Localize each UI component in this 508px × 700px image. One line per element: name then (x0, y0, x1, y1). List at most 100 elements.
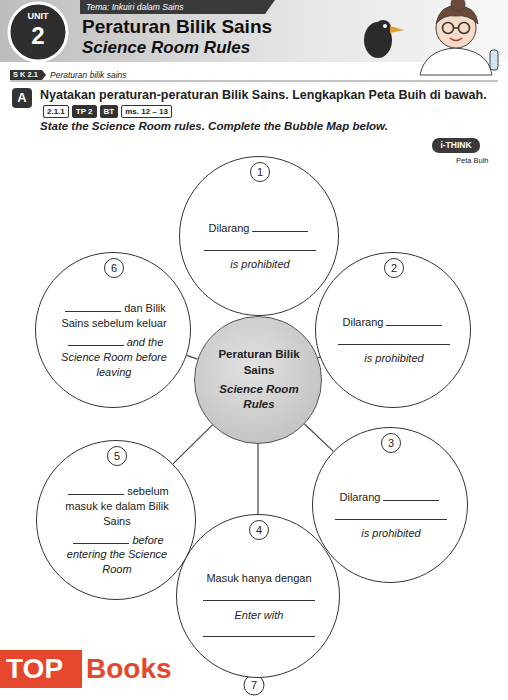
callout-number: 5 (107, 446, 127, 466)
page-title: Peraturan Bilik Sains (82, 16, 508, 38)
rule-text-english: and the Science Room before leaving (61, 336, 167, 378)
answer-blank (65, 300, 121, 312)
bubble-connector (257, 444, 258, 514)
bubble-connector (187, 355, 198, 359)
answer-blank-line (335, 508, 447, 520)
answer-blank (386, 314, 442, 326)
skill-code-tag: 2.1.1 (43, 105, 69, 118)
bubble-row: is prohibited (194, 257, 325, 272)
bubble-connector (173, 425, 212, 464)
standard-tag (10, 70, 46, 80)
answer-blank-line (203, 589, 315, 601)
bubble-content: Masuk hanya denganEnter with (192, 570, 326, 644)
bubble-row: before entering the Science Room (51, 532, 182, 578)
book-tag: BT (100, 105, 119, 118)
bubble-row: Dilarang (327, 489, 455, 505)
bubble-content: Dilarang is prohibited (194, 219, 325, 276)
question-badge (12, 88, 32, 108)
standard-title: Peraturan bilik sains (50, 70, 127, 80)
center-title-english: Science Room Rules (219, 383, 298, 411)
rule-text-malay: Masuk hanya dengan (206, 572, 311, 584)
rule-text-malay: Dilarang (340, 491, 381, 503)
bubble-row: Peraturan Bilik Sains (207, 347, 312, 378)
page-number: 7 (244, 679, 264, 691)
bubble-row: Dilarang (330, 314, 458, 330)
bubble-content: Dilarang is prohibited (327, 488, 455, 545)
answer-blank (68, 483, 124, 495)
callout-number: 2 (384, 258, 404, 278)
rule-bubble: dan Bilik Sains sebelum keluar and the Sc… (35, 252, 191, 408)
rule-text-english: is prohibited (361, 527, 420, 539)
watermark-top: TOP (6, 652, 63, 686)
ithink-badge (432, 138, 480, 153)
unit-badge-text: UNIT2 (9, 6, 67, 50)
bubble-content: Dilarang is prohibited (330, 313, 458, 370)
bubble-row: sebelum masuk ke dalam Bilik Sains (51, 483, 182, 529)
bubble-row (192, 625, 326, 641)
answer-blank (252, 220, 308, 232)
rule-bubble: Dilarang is prohibited 2 (315, 252, 471, 408)
page-ref-tag: ms. 12 – 13 (121, 105, 172, 118)
standard-code: S K 2.1 (13, 70, 38, 80)
page-number-circle (244, 675, 264, 695)
answer-blank (68, 334, 124, 346)
answer-blank-line (338, 333, 450, 345)
instruction-block: Nyatakan peraturan-peraturan Bilik Sains… (40, 87, 500, 119)
ithink-logo: i-THINK (432, 139, 480, 152)
center-title: Peraturan Bilik Sains (218, 348, 299, 376)
callout-number: 1 (250, 162, 270, 182)
unit-word: UNIT (9, 10, 67, 22)
bubble-row: is prohibited (327, 526, 455, 541)
unit-badge (9, 3, 67, 61)
map-type: Peta Buih (456, 156, 489, 165)
bubble-row: Science Room Rules (207, 382, 312, 413)
bird-mascot (364, 20, 404, 58)
rule-text-malay: Dilarang (209, 222, 250, 234)
bubble-content: Peraturan Bilik SainsScience Room Rules (207, 346, 312, 415)
rule-text-malay: Dilarang (343, 316, 384, 328)
instruction-english: State the Science Room rules. Complete t… (40, 120, 420, 132)
answer-blank (73, 532, 129, 544)
scientist-girl (420, 0, 498, 75)
bubble-row: Dilarang (194, 220, 325, 236)
answer-blank-line (203, 625, 315, 637)
rule-bubble: Dilarang is prohibited 3 (312, 427, 468, 583)
callout-number: 6 (104, 258, 124, 278)
watermark-box (0, 650, 82, 688)
callout-number: 4 (249, 520, 269, 540)
watermark-books: Books (86, 652, 172, 686)
bubble-content: dan Bilik Sains sebelum keluar and the Sc… (50, 299, 178, 382)
bubble-connector (304, 424, 333, 451)
bubble-row: and the Science Room before leaving (50, 334, 178, 380)
answer-blank-line (204, 239, 316, 251)
rule-text-english: Enter with (235, 609, 284, 621)
bubble-row (192, 589, 326, 605)
theme-tab (80, 0, 275, 14)
rule-text-english: before entering the Science Room (67, 534, 167, 576)
question-letter: A (12, 88, 32, 108)
rule-text-malay: sebelum masuk ke dalam Bilik Sains (65, 485, 168, 527)
callout-number: 3 (381, 433, 401, 453)
theme-text: Tema: Inkuiri dalam Sains (86, 1, 183, 13)
page-title-english: Science Room Rules (82, 38, 250, 58)
divider-line (10, 81, 498, 82)
rule-text-english: is prohibited (364, 352, 423, 364)
bubble-row: Enter with (192, 608, 326, 623)
bubble-row (327, 508, 455, 524)
bubble-row (194, 239, 325, 255)
answer-blank (383, 489, 439, 501)
level-tag: TP 2 (72, 105, 97, 118)
bubble-content: sebelum masuk ke dalam Bilik Sains before… (51, 482, 182, 580)
rule-bubble: Masuk hanya denganEnter with 4 (176, 514, 340, 678)
instruction-malay: Nyatakan peraturan-peraturan Bilik Sains… (40, 88, 487, 102)
bubble-row (330, 333, 458, 349)
unit-number: 2 (9, 22, 67, 50)
rule-bubble: Dilarang is prohibited 1 (179, 156, 339, 316)
bubble-row: dan Bilik Sains sebelum keluar (50, 300, 178, 331)
rule-text-english: is prohibited (230, 258, 289, 270)
rule-bubble: sebelum masuk ke dalam Bilik Sains before… (36, 440, 196, 600)
bubble-row: is prohibited (330, 351, 458, 366)
center-bubble: Peraturan Bilik SainsScience Room Rules (194, 316, 322, 444)
bubble-row: Masuk hanya dengan (192, 571, 326, 586)
rule-text-malay: dan Bilik Sains sebelum keluar (61, 302, 166, 329)
